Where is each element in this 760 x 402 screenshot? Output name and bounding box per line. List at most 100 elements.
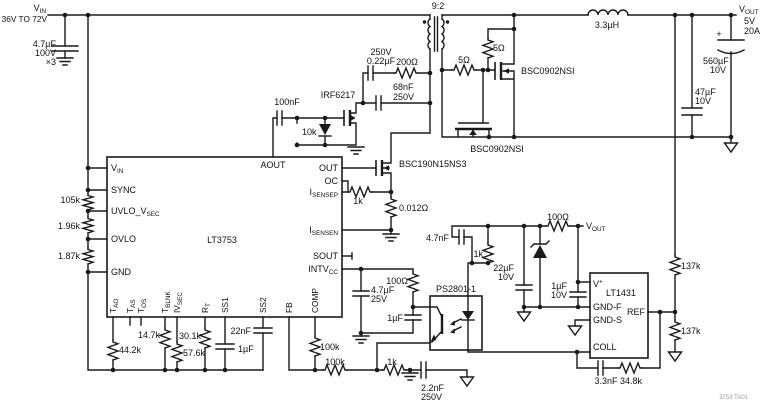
light-arrow-icon-2	[450, 328, 455, 334]
resistor-fb-100k-label: 100k	[325, 357, 345, 367]
resistor-30.1k-label: 30.1k	[179, 331, 202, 341]
cap-47uf-voltage: 10V	[695, 96, 711, 106]
nfet-bsc0902-top-icon	[494, 62, 509, 80]
clamp-cap-label: 68nF	[393, 82, 414, 92]
ic-pin-tblnk: TBLNK	[160, 290, 172, 313]
res-34.8k-label: 34.8k	[620, 376, 643, 386]
vin-label: VIN	[34, 3, 47, 15]
vout-label: VOUT	[739, 4, 759, 16]
pfet-irf6217-icon	[343, 110, 356, 126]
snubber-cap-label: 0.22µF	[367, 56, 396, 66]
cap-1uf-vp-voltage: 10V	[551, 290, 567, 300]
ic-pin-uvlo: UVLO_VSEC	[111, 206, 160, 218]
capacitors	[51, 39, 745, 379]
snubber-voltage-label: 250V	[370, 47, 391, 57]
feedback-wires	[451, 225, 676, 369]
cap-4.7uf-label: 4.7µF	[371, 285, 395, 295]
ic-pin-oc: OC	[325, 176, 339, 186]
cap-y-voltage: 250V	[421, 392, 442, 402]
light-arrow-icon-1	[450, 320, 455, 326]
cap-1uf-vp-label: 1µF	[551, 281, 567, 291]
cap-22uf-voltage: 10V	[498, 272, 514, 282]
ic-pin-ivsec: IVSEC	[172, 292, 184, 313]
lt1431-pin-gnds: GND-S	[593, 315, 622, 325]
lt1431-pin-vplus: V+	[593, 279, 603, 290]
input-cap-qty: ×3	[46, 57, 56, 67]
opto-led-icon	[461, 295, 475, 351]
lt1431-pin-ref: REF	[627, 307, 646, 317]
resistor-1.87k-label: 1.87k	[58, 251, 81, 261]
ic-pin-tos: TOS	[136, 299, 148, 313]
ic-pin-tao: TAO	[108, 299, 120, 313]
ic-pin-tas: TAS	[125, 299, 137, 313]
figure-tag: 3753 TA01	[719, 395, 748, 401]
lt1431-pin-coll: COLL	[593, 342, 617, 352]
resistor-comp-100k-label: 100k	[320, 342, 340, 352]
ic-pin-ss2: SS2	[258, 297, 268, 313]
vout-amps: 20A	[744, 26, 760, 36]
ic-pin-sync: SYNC	[111, 185, 137, 195]
secondary-winding	[440, 18, 445, 50]
lt1431-pin-gndf: GND-F	[593, 302, 622, 312]
cap-3.3nf-label: 3.3nF	[594, 376, 618, 386]
primary-winding	[427, 18, 432, 50]
isense-1k-label: 1k	[353, 196, 363, 206]
inductor-label: 3.3µH	[595, 20, 619, 30]
ic-pin-aout: AOUT	[260, 160, 286, 170]
diodes	[318, 124, 550, 258]
cap-4.7uf-voltage: 25V	[371, 294, 387, 304]
ic-pin-intvcc: INTVCC	[308, 264, 338, 276]
cap-560uf-label: 560µF	[703, 56, 729, 66]
ic-pin-out: OUT	[319, 163, 339, 173]
resistor-opto-1k-label: 1k	[387, 357, 397, 367]
ic-pin-ss1: SS1	[220, 297, 230, 313]
transformer	[422, 16, 450, 52]
ic-pin-gnd: GND	[111, 267, 132, 277]
cap-y-label: 2.2nF	[421, 383, 445, 393]
input-cap-label: 4.7µF	[33, 39, 57, 49]
main-fet-label: BSC190N15NS3	[399, 159, 467, 169]
ic-pin-comp: COMP	[310, 288, 320, 313]
cap-4.7nf-label: 4.7nF	[426, 233, 450, 243]
lt1431-box	[589, 272, 649, 359]
output-inductor	[587, 9, 629, 16]
cap-ss1-label: 1µF	[238, 344, 254, 354]
opto-part-label: PS2801-1	[436, 284, 476, 294]
ic-pin-ovlo: OVLO	[111, 234, 136, 244]
res-100ohm-out-label: 100Ω	[547, 212, 569, 222]
capacitor-plates	[51, 39, 745, 379]
electrolytic-curved-plate	[717, 49, 745, 55]
sync-fet-bottom-label: BSC0902NSI	[470, 144, 524, 154]
resistor-57.6k-label: 57.6k	[183, 348, 206, 358]
ic-pin-fb: FB	[284, 302, 294, 313]
ic-part-number: LT3753	[207, 235, 237, 245]
nfet-bsc0902-bottom-icon	[455, 122, 492, 135]
resistor-105k-label: 105k	[60, 195, 80, 205]
intvcc-wires	[341, 268, 431, 337]
res-1k-fb-label: 1k	[473, 249, 483, 259]
zener-diode-icon	[530, 240, 550, 258]
cap-1uf-vcc-label: 1µF	[387, 313, 403, 323]
opto-box	[429, 295, 483, 351]
transformer-core	[433, 16, 439, 52]
vout-volts: 5V	[744, 16, 755, 26]
res-137k-top-label: 137k	[681, 261, 701, 271]
ic-pin-sout: SOUT	[313, 251, 339, 261]
res-100ohm-vcc-label: 100Ω	[386, 276, 408, 286]
cap-100nf-label: 100nF	[274, 97, 300, 107]
pullup-res-5ohm-label: 5Ω	[493, 43, 505, 53]
phase-dot-primary	[422, 20, 427, 24]
cap-ss2-label: 22nF	[230, 326, 251, 336]
ic-pin-isensep: ISENSEP	[310, 187, 338, 199]
opto-emitter-arrow-icon	[430, 334, 437, 343]
input-cap-voltage: 100V	[35, 48, 56, 58]
ic-pin-vin: VIN	[111, 163, 124, 175]
resistor-14.7k-label: 14.7k	[138, 330, 161, 340]
sense-resistor-label: 0.012Ω	[399, 203, 429, 213]
phase-dot-secondary	[445, 20, 450, 24]
electrolytic-plus: +	[716, 29, 721, 39]
vout-net-label: VOUT	[586, 221, 606, 233]
